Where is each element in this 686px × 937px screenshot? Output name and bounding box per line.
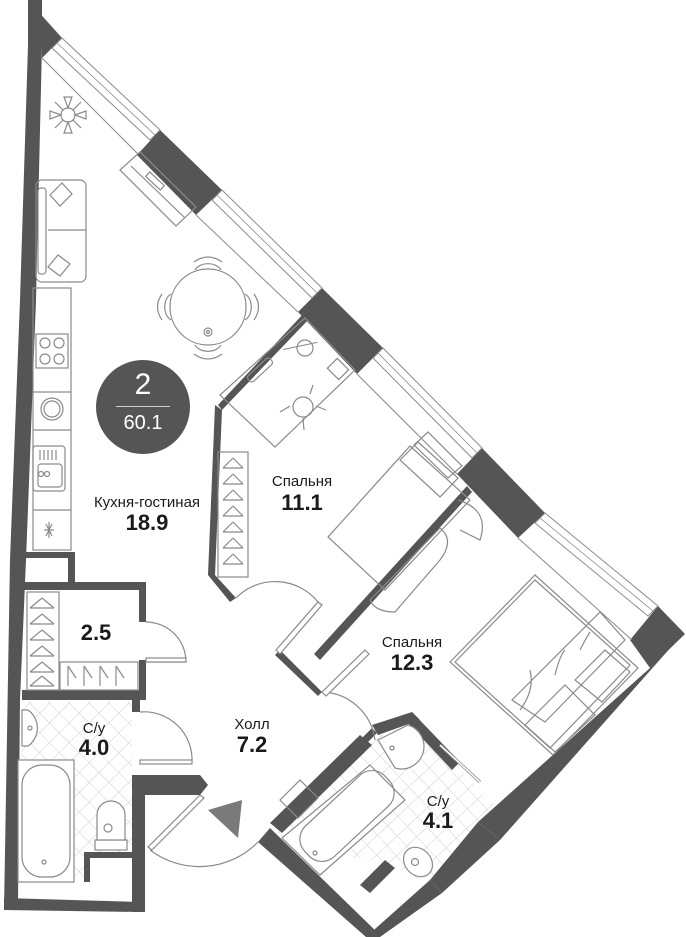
bathroom-1-door: [139, 711, 193, 763]
room-area-bedroom-1: 11.1: [281, 490, 323, 515]
stove-icon: [35, 333, 69, 369]
doors: [139, 580, 376, 868]
bedroom-1-door: [235, 580, 319, 603]
plant-icon: [49, 96, 87, 134]
desk-icon: [219, 317, 356, 448]
sofa-icon: [35, 179, 87, 283]
room-area-bathroom-1: 4.0: [78, 735, 110, 760]
room-name-bedroom-1: Спальня: [271, 473, 333, 490]
windows: [41, 37, 659, 641]
sink-icon: [32, 445, 66, 492]
wardrobe-icon: [217, 451, 249, 578]
washbasin-icon: [21, 709, 38, 747]
room-area-kitchen-living: 18.9: [125, 510, 169, 535]
bedside-cabinet: [369, 499, 483, 613]
total-area: 60.1: [123, 412, 163, 434]
dining-table-icon: [156, 256, 260, 360]
washing-machine-icon: [40, 397, 64, 421]
bathroom-2-fixtures: [279, 724, 482, 878]
bed-icon-2: [449, 574, 639, 756]
bathroom-1-fixtures: [17, 709, 128, 883]
storage-door: [145, 621, 187, 663]
entrance-arrow-icon: [208, 800, 242, 838]
bedroom-2-door: [321, 691, 376, 741]
room-area-hall: 7.2: [236, 732, 268, 757]
towel-rail: [438, 743, 482, 784]
rooms-count: 2: [134, 368, 152, 401]
room-area-bathroom-2: 4.1: [422, 808, 454, 833]
bathtub-icon-2: [281, 764, 406, 876]
room-name-hall: Холл: [234, 716, 270, 733]
room-name-bedroom-2: Спальня: [381, 634, 443, 651]
entrance-door: [149, 841, 259, 868]
outer-walls: [4, 0, 685, 937]
tv-icon: [119, 151, 197, 227]
storage-hangers: [26, 591, 139, 691]
hall-cabinet: [279, 779, 319, 819]
bed-icon: [327, 431, 471, 591]
toilet-icon: [94, 800, 128, 851]
toilet-icon-2: [402, 846, 434, 878]
bathtub-icon: [17, 759, 75, 883]
apartment-summary-badge: 2 60.1: [96, 360, 190, 454]
badge-divider: [116, 406, 170, 407]
room-name-kitchen-living: Кухня-гостиная: [93, 494, 201, 511]
kitchen-counter: [32, 287, 72, 551]
room-area-storage: 2.5: [80, 620, 112, 645]
fridge-icon: [44, 522, 54, 538]
room-name-bathroom-1: С/у: [82, 720, 106, 737]
washbasin-icon-2: [377, 724, 425, 770]
room-name-bathroom-2: С/у: [426, 793, 450, 810]
room-area-bedroom-2: 12.3: [390, 650, 434, 675]
